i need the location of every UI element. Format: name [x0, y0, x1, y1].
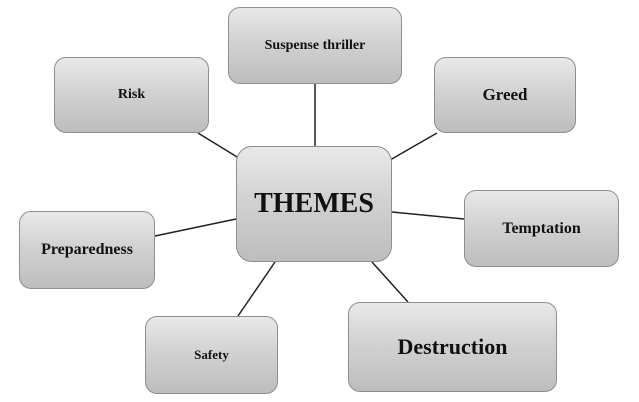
- node-label: Preparedness: [41, 241, 133, 258]
- node-suspense-thriller: Suspense thriller: [228, 7, 402, 84]
- connector-temptation: [391, 211, 465, 220]
- center-label: THEMES: [254, 188, 374, 219]
- node-destruction: Destruction: [348, 302, 557, 392]
- node-label: Greed: [482, 85, 528, 104]
- connector-destruction: [371, 261, 409, 303]
- connector-risk: [197, 132, 243, 161]
- connector-preparedness: [154, 218, 237, 237]
- connector-safety: [237, 261, 276, 317]
- node-label: Suspense thriller: [264, 37, 366, 53]
- connector-greed: [389, 132, 438, 161]
- node-label: Temptation: [502, 219, 581, 237]
- node-preparedness: Preparedness: [19, 211, 155, 289]
- node-label: Safety: [194, 347, 229, 362]
- node-label: Risk: [117, 87, 146, 102]
- node-risk: Risk: [54, 57, 209, 133]
- node-center-themes: THEMES: [236, 146, 392, 262]
- node-safety: Safety: [145, 316, 278, 394]
- node-label: Destruction: [397, 334, 508, 359]
- node-temptation: Temptation: [464, 190, 619, 267]
- node-greed: Greed: [434, 57, 576, 133]
